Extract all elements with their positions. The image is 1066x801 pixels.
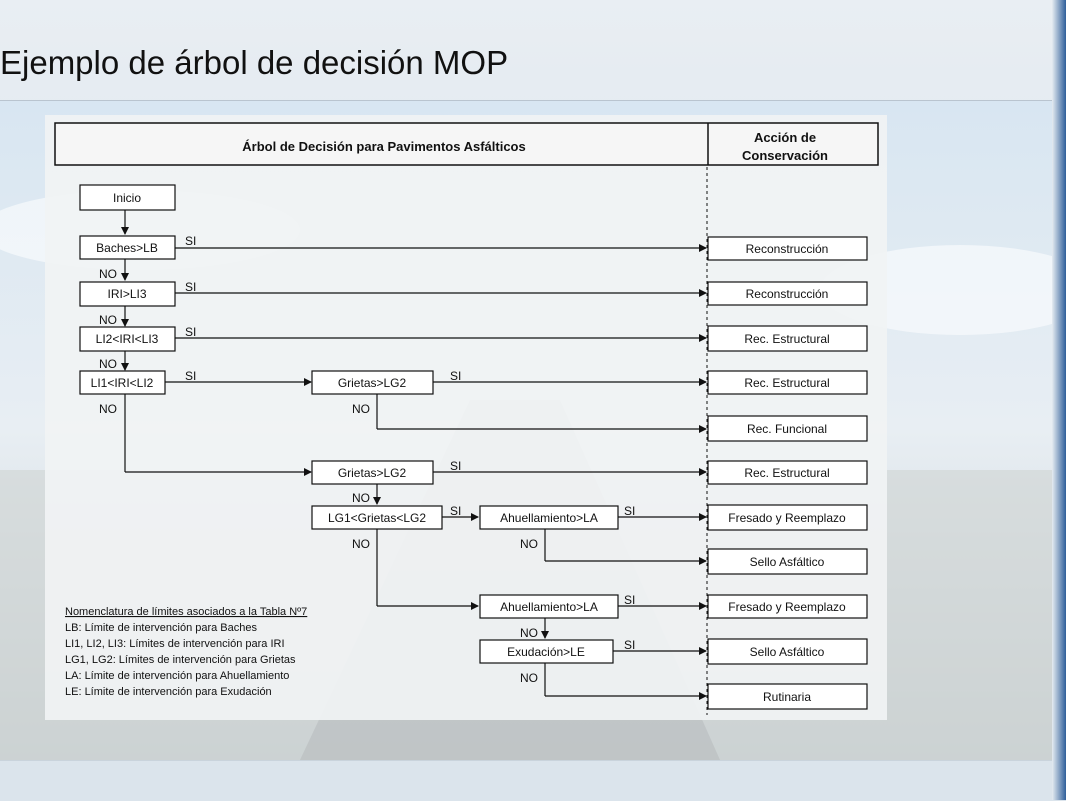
yes-label-ahuellamiento-b: SI xyxy=(624,593,635,607)
no-label-li1-iri-li2: NO xyxy=(99,402,117,416)
yes-label-ahuellamiento-a: SI xyxy=(624,504,635,518)
svg-text:LI2<IRI<LI3: LI2<IRI<LI3 xyxy=(96,332,159,346)
svg-text:Inicio: Inicio xyxy=(113,191,141,205)
no-label-iri-li3: NO xyxy=(99,313,117,327)
yes-label-exudacion: SI xyxy=(624,638,635,652)
decision-node-grietas-lg2-b: Grietas>LG2 xyxy=(311,460,434,485)
svg-text:Reconstrucción: Reconstrucción xyxy=(746,242,829,256)
no-label-ahuellamiento-b: NO xyxy=(520,626,538,640)
no-label-lg1-grietas: NO xyxy=(352,537,370,551)
title-divider xyxy=(0,100,1066,101)
action-box-6: Rec. Estructural xyxy=(707,460,868,485)
svg-text:Grietas>LG2: Grietas>LG2 xyxy=(338,466,407,480)
action-box-9: Fresado y Reemplazo xyxy=(707,594,868,619)
action-box-10: Sello Asfáltico xyxy=(707,638,868,665)
action-box-3: Rec. Estructural xyxy=(707,325,868,352)
yes-label-li2-iri-li3: SI xyxy=(185,325,196,339)
action-box-4: Rec. Estructural xyxy=(707,370,868,395)
footer-band xyxy=(0,760,1066,801)
legend-item: LG1, LG2: Límites de intervención para G… xyxy=(65,654,296,666)
yes-label-baches: SI xyxy=(185,234,196,248)
action-box-7: Fresado y Reemplazo xyxy=(707,504,868,531)
yes-label-grietas-b: SI xyxy=(450,459,461,473)
decision-node-baches: Baches>LB xyxy=(79,235,176,260)
svg-text:Ahuellamiento>LA: Ahuellamiento>LA xyxy=(500,511,598,525)
yes-label-li1-iri-li2: SI xyxy=(185,369,196,383)
svg-text:Sello Asfáltico: Sello Asfáltico xyxy=(750,645,825,659)
connectors xyxy=(121,210,707,700)
tree-title: Árbol de Decisión para Pavimentos Asfált… xyxy=(242,139,525,154)
decision-node-li1-iri-li2: LI1<IRI<LI2 xyxy=(79,370,166,395)
no-label-grietas-a: NO xyxy=(352,402,370,416)
action-box-2: Reconstrucción xyxy=(707,281,868,306)
legend-item: LA: Límite de intervención para Ahuellam… xyxy=(65,670,289,682)
svg-text:Rec. Estructural: Rec. Estructural xyxy=(744,376,829,390)
svg-text:Reconstrucción: Reconstrucción xyxy=(746,287,829,301)
no-label-exudacion: NO xyxy=(520,671,538,685)
decision-node-ahuellamiento-a: Ahuellamiento>LA xyxy=(479,505,619,530)
decision-node-inicio: Inicio xyxy=(79,184,176,211)
legend-title: Nomenclatura de límites asociados a la T… xyxy=(65,606,307,618)
svg-text:Fresado y Reemplazo: Fresado y Reemplazo xyxy=(728,600,846,614)
decision-node-li2-iri-li3: LI2<IRI<LI3 xyxy=(79,326,176,352)
no-label-grietas-b: NO xyxy=(352,491,370,505)
decision-tree-diagram: Árbol de Decisión para Pavimentos Asfált… xyxy=(45,115,887,720)
svg-text:Baches>LB: Baches>LB xyxy=(96,241,158,255)
svg-text:Grietas>LG2: Grietas>LG2 xyxy=(338,376,407,390)
svg-text:LG1<Grietas<LG2: LG1<Grietas<LG2 xyxy=(328,511,426,525)
svg-text:Rec. Estructural: Rec. Estructural xyxy=(744,466,829,480)
yes-label-grietas-a: SI xyxy=(450,369,461,383)
action-box-8: Sello Asfáltico xyxy=(707,548,868,575)
action-box-11: Rutinaria xyxy=(707,683,868,710)
yes-label-lg1-grietas: SI xyxy=(450,504,461,518)
action-title-line1: Acción de xyxy=(754,130,816,145)
no-label-li2-iri-li3: NO xyxy=(99,357,117,371)
svg-text:LI1<IRI<LI2: LI1<IRI<LI2 xyxy=(91,376,154,390)
svg-text:Rec. Funcional: Rec. Funcional xyxy=(747,422,827,436)
decision-node-ahuellamiento-b: Ahuellamiento>LA xyxy=(479,594,619,619)
svg-text:Sello Asfáltico: Sello Asfáltico xyxy=(750,555,825,569)
legend-item: LB: Límite de intervención para Baches xyxy=(65,622,258,634)
action-box-5: Rec. Funcional xyxy=(707,415,868,442)
decision-node-grietas-lg2-a: Grietas>LG2 xyxy=(311,370,434,395)
slide-edge-decoration xyxy=(1052,0,1066,800)
legend-item: LI1, LI2, LI3: Límites de intervención p… xyxy=(65,638,285,650)
svg-text:Exudación>LE: Exudación>LE xyxy=(507,645,585,659)
action-box-1: Reconstrucción xyxy=(707,236,868,261)
svg-text:IRI>LI3: IRI>LI3 xyxy=(107,287,146,301)
slide-title: Ejemplo de árbol de decisión MOP xyxy=(0,44,509,81)
svg-text:Ahuellamiento>LA: Ahuellamiento>LA xyxy=(500,600,598,614)
yes-label-iri-li3: SI xyxy=(185,280,196,294)
svg-text:Rutinaria: Rutinaria xyxy=(763,690,811,704)
no-label-ahuellamiento-a: NO xyxy=(520,537,538,551)
svg-text:Fresado y Reemplazo: Fresado y Reemplazo xyxy=(728,511,846,525)
header-frame xyxy=(54,122,879,166)
decision-node-lg1-grietas-lg2: LG1<Grietas<LG2 xyxy=(311,505,443,530)
action-title-line2: Conservación xyxy=(742,148,828,163)
decision-node-exudacion: Exudación>LE xyxy=(479,639,614,664)
legend: Nomenclatura de límites asociados a la T… xyxy=(65,606,307,698)
svg-text:Rec. Estructural: Rec. Estructural xyxy=(744,332,829,346)
no-label-baches: NO xyxy=(99,267,117,281)
legend-item: LE: Límite de intervención para Exudació… xyxy=(65,686,272,698)
decision-node-iri-li3: IRI>LI3 xyxy=(79,281,176,307)
